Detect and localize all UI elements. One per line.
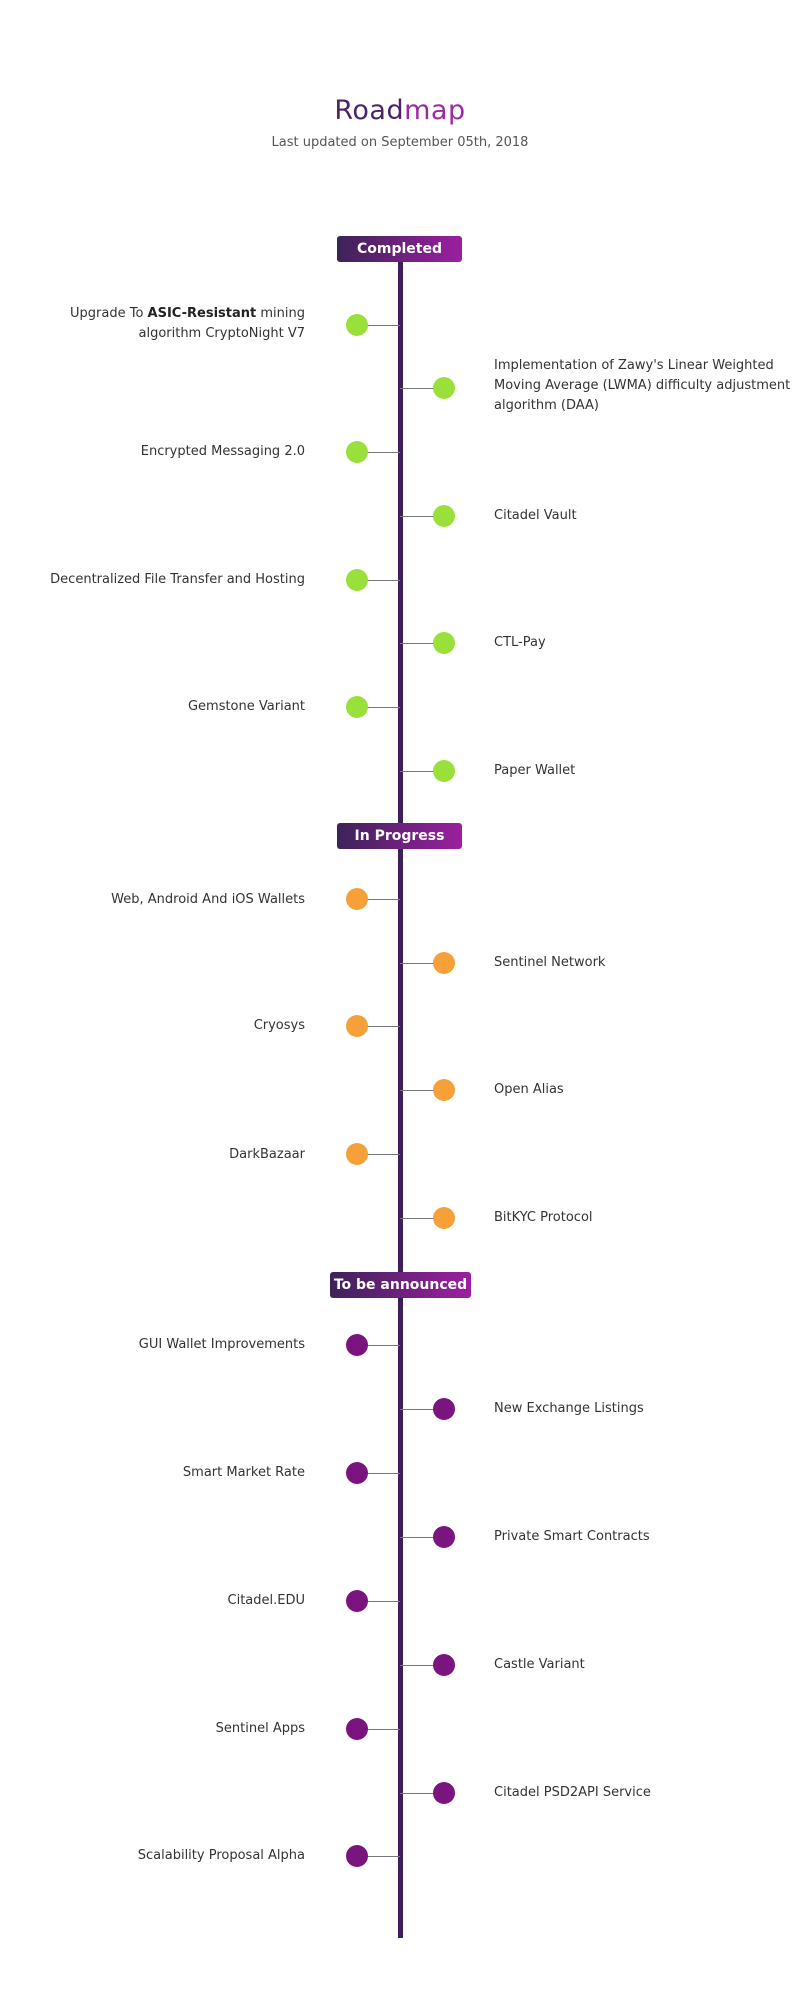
milestone-encrypted-messaging: Encrypted Messaging 2.0: [140, 444, 305, 459]
connector: [400, 388, 444, 389]
connector: [400, 1537, 444, 1538]
milestone-dot-completed: [433, 632, 455, 654]
connector: [400, 1409, 444, 1410]
milestone-dot-completed: [433, 505, 455, 527]
milestone-smart-market-rate: Smart Market Rate: [182, 1465, 305, 1480]
milestone-dot-in-progress: [346, 888, 368, 910]
milestone-dot-tba: [433, 1526, 455, 1548]
connector: [357, 1856, 400, 1857]
milestone-dot-in-progress: [346, 1015, 368, 1037]
connector: [357, 325, 400, 326]
milestone-text-bold: ASIC-Resistant: [147, 306, 257, 321]
milestone-citadel-edu: Citadel.EDU: [227, 1593, 306, 1608]
connector: [357, 1601, 400, 1602]
phase-badge-to-be-announced: To be announced: [330, 1272, 471, 1298]
connector: [400, 771, 444, 772]
milestone-dot-completed: [433, 377, 455, 399]
milestone-paper-wallet: Paper Wallet: [494, 763, 576, 778]
connector: [357, 1729, 400, 1730]
connector: [400, 1793, 444, 1794]
phase-badge-completed: Completed: [337, 236, 462, 262]
milestone-dot-tba: [346, 1334, 368, 1356]
title-part-2: map: [404, 95, 466, 126]
milestone-dot-tba: [346, 1462, 368, 1484]
milestone-dot-completed: [346, 569, 368, 591]
milestone-dot-in-progress: [346, 1143, 368, 1165]
milestone-bitkyc-protocol: BitKYC Protocol: [494, 1210, 593, 1225]
milestone-dot-completed: [346, 441, 368, 463]
phase-badge-in-progress: In Progress: [337, 823, 462, 849]
connector: [400, 1218, 444, 1219]
connector: [400, 516, 444, 517]
page-title: Roadmap: [0, 95, 800, 126]
connector: [400, 1665, 444, 1666]
milestone-text: mining algorithm CryptoNight V7: [138, 306, 305, 341]
milestone-dot-tba: [346, 1590, 368, 1612]
connector: [400, 643, 444, 644]
milestone-gui-wallet-improvements: GUI Wallet Improvements: [138, 1337, 305, 1352]
milestone-citadel-vault: Citadel Vault: [494, 508, 577, 523]
milestone-dot-completed: [346, 314, 368, 336]
milestone-open-alias: Open Alias: [494, 1082, 564, 1097]
connector: [357, 1345, 400, 1346]
timeline-spine: [398, 250, 403, 1938]
title-part-1: Road: [334, 95, 405, 126]
connector: [400, 1090, 444, 1091]
milestone-citadel-psd2api: Citadel PSD2API Service: [494, 1785, 651, 1800]
milestone-dot-in-progress: [433, 1079, 455, 1101]
milestone-dot-tba: [346, 1718, 368, 1740]
milestone-web-android-ios-wallets: Web, Android And iOS Wallets: [111, 892, 305, 907]
milestone-asic-resistant: Upgrade To ASIC-Resistant mining algorit…: [10, 304, 305, 344]
milestone-sentinel-apps: Sentinel Apps: [215, 1721, 305, 1736]
milestone-dot-tba: [433, 1782, 455, 1804]
connector: [357, 452, 400, 453]
connector: [357, 580, 400, 581]
milestone-private-smart-contracts: Private Smart Contracts: [494, 1529, 650, 1544]
milestone-dot-tba: [433, 1398, 455, 1420]
milestone-dot-completed: [346, 696, 368, 718]
milestone-gemstone-variant: Gemstone Variant: [187, 699, 305, 714]
last-updated-text: Last updated on September 05th, 2018: [271, 135, 529, 150]
milestone-sentinel-network: Sentinel Network: [494, 955, 606, 970]
milestone-file-transfer: Decentralized File Transfer and Hosting: [50, 572, 305, 587]
milestone-dot-in-progress: [433, 952, 455, 974]
connector: [357, 707, 400, 708]
milestone-text: Upgrade To: [70, 306, 148, 321]
milestone-scalability-proposal: Scalability Proposal Alpha: [137, 1848, 305, 1863]
milestone-dot-tba: [346, 1845, 368, 1867]
milestone-dot-tba: [433, 1654, 455, 1676]
milestone-lwma: Implementation of Zawy's Linear Weighted…: [494, 358, 791, 413]
milestone-dot-in-progress: [433, 1207, 455, 1229]
milestone-new-exchange-listings: New Exchange Listings: [494, 1401, 644, 1416]
connector: [357, 1473, 400, 1474]
connector: [400, 963, 444, 964]
milestone-castle-variant: Castle Variant: [494, 1657, 585, 1672]
milestone-dot-completed: [433, 760, 455, 782]
milestone-ctl-pay: CTL-Pay: [494, 635, 546, 650]
connector: [357, 899, 400, 900]
connector: [357, 1154, 400, 1155]
connector: [357, 1026, 400, 1027]
milestone-cryosys: Cryosys: [253, 1018, 305, 1033]
milestone-darkbazaar: DarkBazaar: [229, 1147, 305, 1162]
